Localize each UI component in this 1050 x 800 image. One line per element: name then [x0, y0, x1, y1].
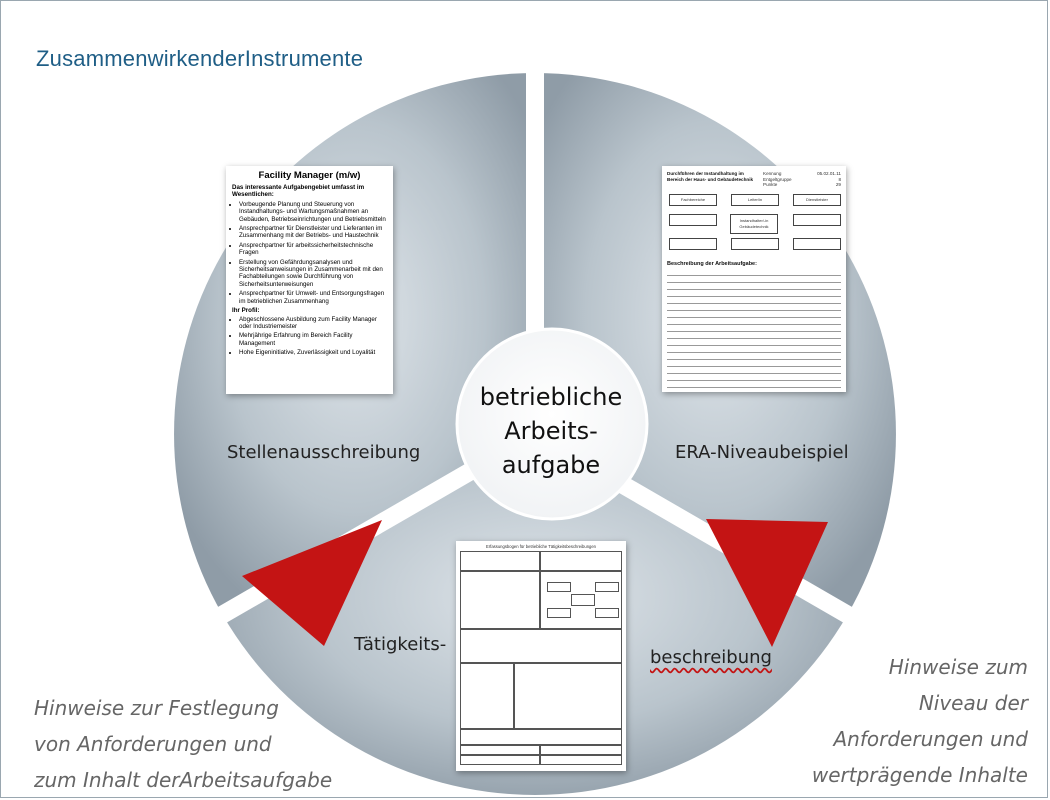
- slide-title: ZusammenwirkenderInstrumente: [36, 46, 364, 71]
- era-box-2: Leiter/in: [731, 193, 779, 206]
- list-item: Ansprechpartner für Dienstleister und Li…: [239, 225, 387, 240]
- era-title: Durchführen der Instandhaltung im Bereic…: [667, 171, 754, 182]
- center-line-1: betriebliche: [479, 383, 623, 411]
- list-item: Ansprechpartner für Umwelt- und Entsorgu…: [239, 290, 387, 305]
- era-document: Durchführen der Instandhaltung im Bereic…: [662, 166, 846, 392]
- activity-org-chart: [540, 571, 622, 630]
- era-kennung-label: Kennung: [763, 171, 782, 176]
- era-points-value: 29: [835, 182, 841, 188]
- era-box-empty: [793, 237, 841, 250]
- list-item: Erstellung von Gefährdungsanalysen und S…: [239, 259, 387, 289]
- list-item: Abgeschlossene Ausbildung zum Facility M…: [239, 316, 387, 331]
- activity-description-document: Erfassungsbogen für betriebliche Tätigke…: [456, 541, 626, 771]
- era-box-3: Dienstleister: [793, 193, 841, 206]
- activity-doc-title: Erfassungsbogen für betriebliche Tätigke…: [485, 544, 597, 549]
- era-kennung-value: 05.02.01.11: [817, 171, 841, 176]
- center-circle: [455, 327, 649, 521]
- segment-label-job-ad: Stellenausschreibung: [227, 442, 421, 463]
- note-right-line-2: Niveau der: [918, 691, 1028, 715]
- note-right-line-4: wertprägende Inhalte: [811, 763, 1028, 787]
- note-left: Hinweise zur Festlegung von Anforderunge…: [34, 690, 332, 798]
- era-box-empty: [793, 213, 841, 226]
- note-left-line-1: Hinweise zur Festlegung: [34, 696, 279, 720]
- arrow-left: [242, 520, 382, 646]
- era-text-block: [667, 270, 841, 389]
- era-box-empty: [669, 237, 717, 250]
- note-left-line-3: zum Inhalt derArbeitsaufgabe: [34, 768, 333, 792]
- job-ad-task-list: Vorbeugende Planung und Steuerung von In…: [232, 201, 387, 305]
- segment-label-activity-1: Tätigkeits-: [354, 634, 447, 655]
- job-ad-lead: Das interessante Aufgabengebiet umfasst …: [232, 184, 365, 199]
- era-box-1: Fachbereiche: [669, 193, 717, 206]
- list-item: Vorbeugende Planung und Steuerung von In…: [239, 201, 387, 223]
- segment-label-activity-2: beschreibung: [650, 647, 772, 668]
- note-right-line-1: Hinweise zum: [888, 655, 1028, 679]
- job-ad-heading: Facility Manager (m/w): [258, 170, 361, 181]
- center-line-3: aufgabe: [501, 451, 601, 479]
- center-label: betriebliche Arbeits- aufgabe: [466, 380, 636, 482]
- era-section-heading: Beschreibung der Arbeitsaufgabe:: [667, 260, 757, 267]
- list-item: Ansprechpartner für arbeitssicherheitste…: [239, 242, 387, 257]
- job-ad-profile-list: Abgeschlossene Ausbildung zum Facility M…: [232, 316, 387, 357]
- era-points-label: Punkte: [763, 182, 778, 188]
- note-left-line-2: von Anforderungen und: [34, 732, 272, 756]
- center-line-2: Arbeits-: [504, 417, 598, 445]
- era-group-value: 8: [838, 176, 841, 182]
- era-box-empty: [731, 237, 779, 250]
- job-ad-document: Facility Manager (m/w) Das interessante …: [226, 166, 393, 394]
- era-center-box: Instandhalter/-in Gebäudetechnik: [730, 213, 778, 234]
- job-ad-profile-heading: Ihr Profil:: [232, 307, 260, 315]
- segment-label-era: ERA-Niveaubeispiel: [675, 442, 849, 463]
- note-right: Hinweise zum Niveau der Anforderungen un…: [812, 649, 1028, 793]
- list-item: Hohe Eigeninitiative, Zuverlässigkeit un…: [239, 349, 387, 356]
- era-group-label: Entgeltgruppe: [763, 176, 792, 182]
- arrow-right: [706, 519, 828, 647]
- era-box-empty: [669, 213, 717, 226]
- list-item: Mehrjährige Erfahrung im Bereich Facilit…: [239, 332, 387, 347]
- note-right-line-3: Anforderungen und: [833, 727, 1028, 751]
- era-org-chart: Fachbereiche Leiter/in Dienstleister Ins…: [667, 193, 841, 254]
